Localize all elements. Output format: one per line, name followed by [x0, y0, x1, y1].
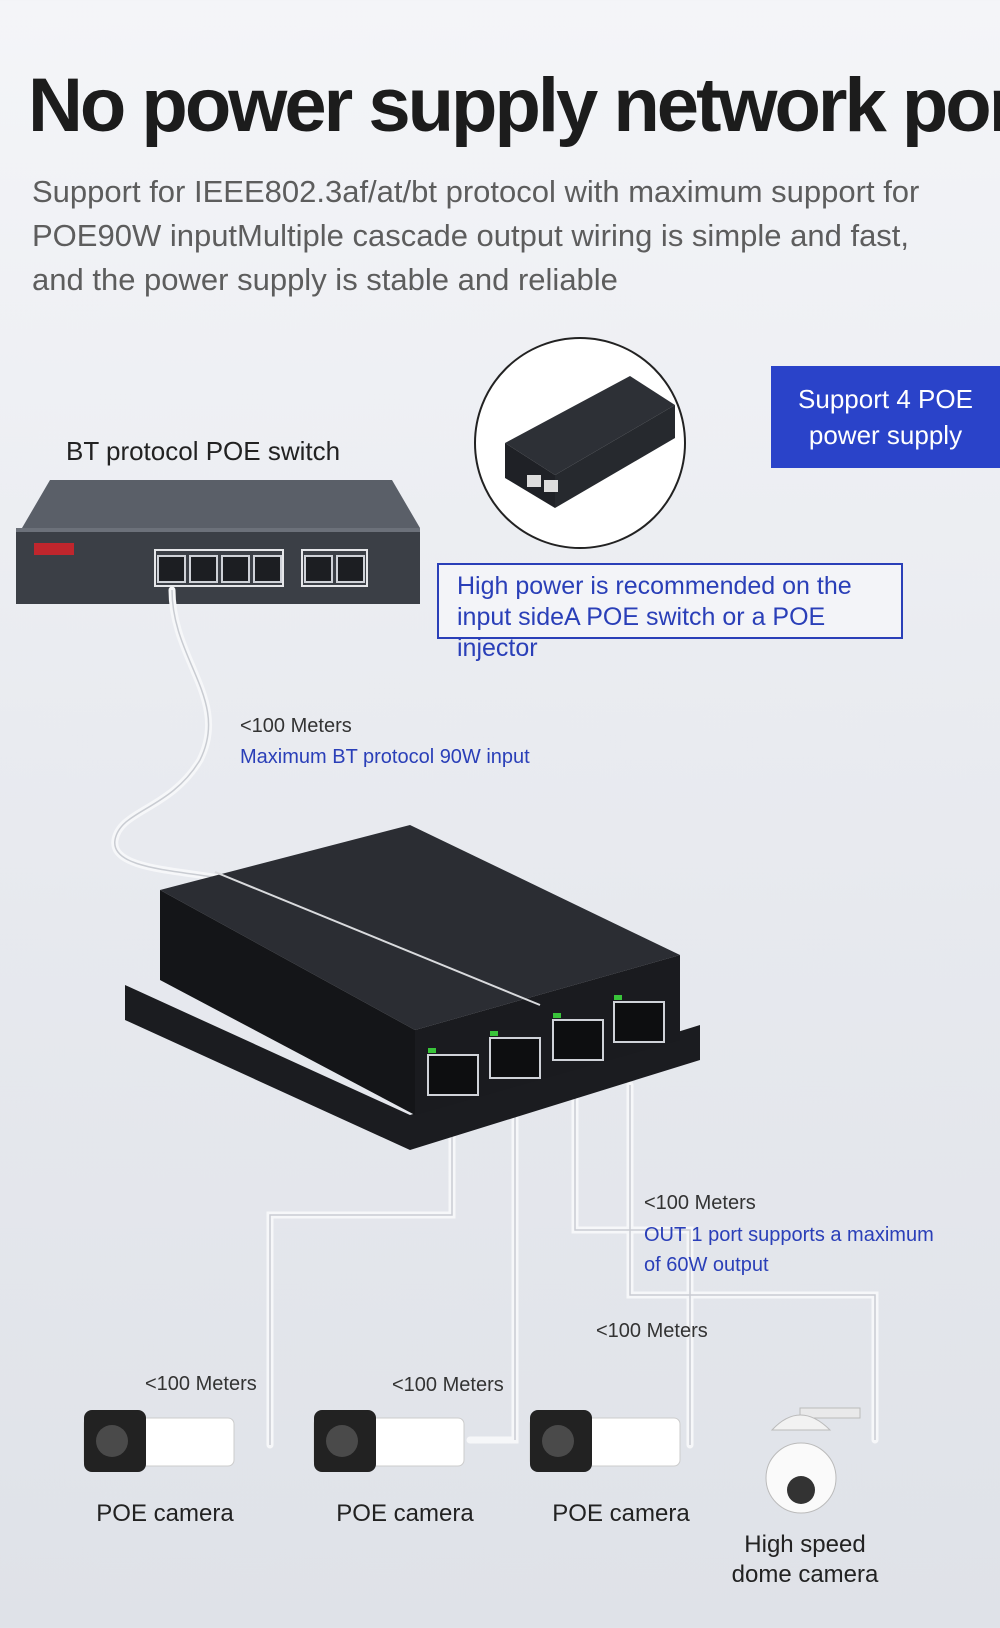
- camera-label-1: POE camera: [96, 1500, 234, 1527]
- page-title: No power supply network port: [28, 63, 1000, 148]
- input-distance-label: <100 Meters: [240, 715, 352, 737]
- poe-camera-image-1: [83, 1410, 235, 1472]
- poe-extender-image: [125, 825, 700, 1150]
- page-subtitle: Support for IEEE802.3af/at/bt protocol w…: [32, 174, 920, 297]
- camera-label-3: POE camera: [552, 1500, 690, 1527]
- camera-label-2: POE camera: [336, 1500, 474, 1527]
- out1-distance-label: <100 Meters: [644, 1192, 756, 1214]
- dome-camera-image: [765, 1407, 861, 1514]
- input-note-label: Maximum BT protocol 90W input: [240, 746, 530, 768]
- poe-switch-image: [16, 480, 420, 604]
- poe-injector-image: [474, 337, 686, 549]
- distance-label-2: <100 Meters: [392, 1374, 504, 1396]
- poe-camera-image-3: [529, 1410, 681, 1472]
- recommendation-box: High power is recommended on the input s…: [437, 563, 903, 662]
- out1-note-label: OUT 1 port supports a maximum of 60W out…: [644, 1224, 934, 1276]
- poe-support-badge: Support 4 POE power supply: [771, 366, 1000, 468]
- switch-label: BT protocol POE switch: [66, 436, 341, 466]
- distance-label-3: <100 Meters: [596, 1320, 708, 1342]
- poe-camera-image-2: [313, 1410, 465, 1472]
- distance-label-1: <100 Meters: [145, 1373, 257, 1395]
- dome-camera-label: High speed dome camera: [731, 1531, 879, 1588]
